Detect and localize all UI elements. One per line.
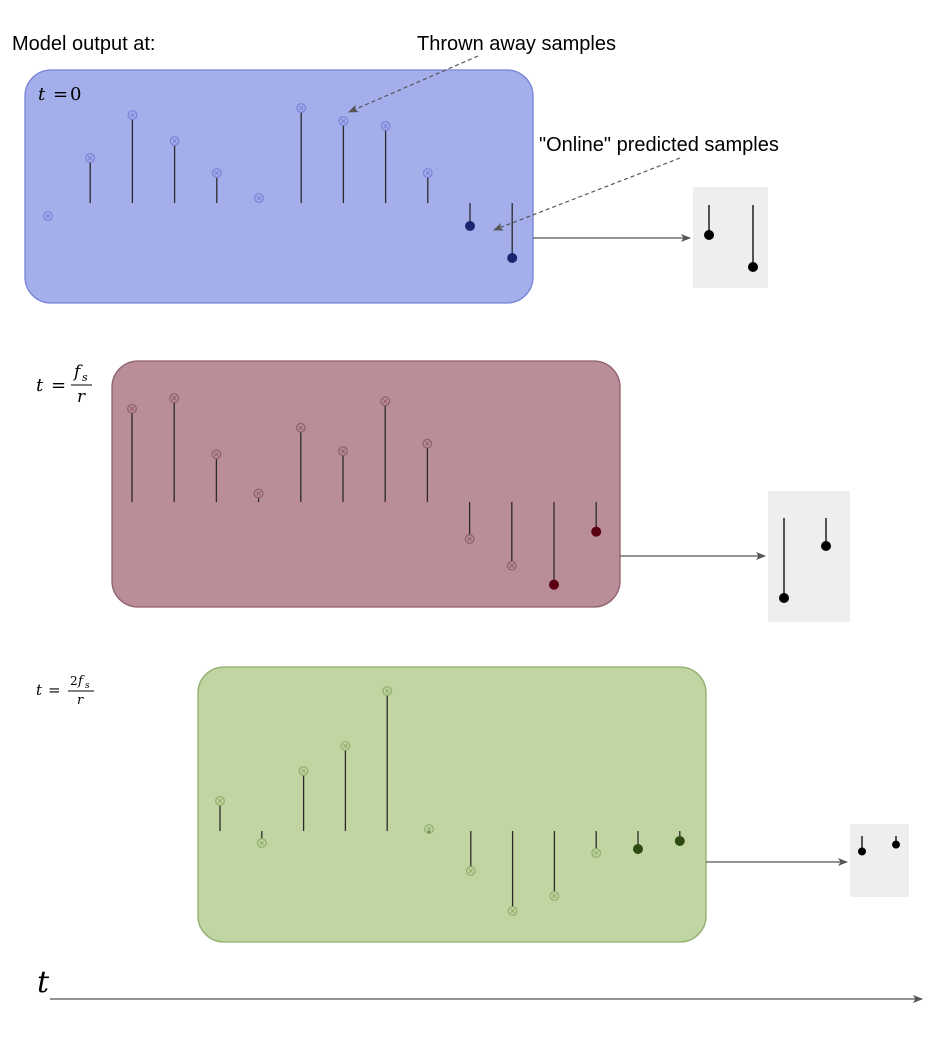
thrown-away-pointer <box>348 55 479 113</box>
panel-3-time-symbol: t <box>36 681 43 699</box>
output-sample-dot <box>779 593 789 603</box>
thrown-away-sample-marker <box>256 838 267 848</box>
time-axis-label: t <box>37 965 50 1000</box>
panel-3-time-numerator-sub: s <box>85 681 90 691</box>
panel-3-output-samples <box>858 836 900 856</box>
online-sample-dot <box>549 579 559 590</box>
panel-2-time-numerator-sub: s <box>82 371 88 384</box>
thrown-away-sample-marker <box>382 686 393 696</box>
panel-2-time-denominator: r <box>77 387 86 407</box>
online-sample-dot <box>591 526 602 537</box>
thrown-away-sample-marker <box>424 824 434 834</box>
panel-1-samples <box>43 103 518 263</box>
panel-3-time-equals: = <box>48 681 61 699</box>
thrown-away-sample-marker <box>549 891 560 901</box>
panel-3-time-numerator-coef: 2 <box>70 674 78 688</box>
panel-2-output-samples <box>779 518 831 603</box>
thrown-away-sample-marker <box>465 866 476 876</box>
panel-1-time-value: 0 <box>70 84 81 105</box>
panel-3-time-denominator: r <box>77 693 84 708</box>
thrown-away-sample-marker <box>591 848 602 858</box>
output-sample-dot <box>704 230 714 240</box>
online-pointer <box>493 157 681 231</box>
thrown-away-sample-marker <box>295 422 306 433</box>
thrown-away-sample-marker <box>127 403 137 414</box>
thrown-away-sample-marker <box>464 534 475 544</box>
thrown-away-sample-marker <box>422 168 433 178</box>
thrown-away-sample-marker <box>215 796 225 806</box>
online-sample-dot <box>633 844 643 854</box>
online-sample-dot <box>674 836 685 846</box>
panel-3-time-numerator: f <box>77 674 85 689</box>
panel-2-samples <box>127 393 602 590</box>
thrown-away-sample-marker <box>127 110 138 120</box>
thrown-away-sample-marker <box>380 121 391 131</box>
thrown-away-sample-marker <box>422 438 433 449</box>
thrown-away-sample-marker <box>211 168 222 178</box>
thrown-away-sample-marker <box>169 393 180 404</box>
thrown-away-sample-marker <box>340 741 351 751</box>
online-annotation: "Online" predicted samples <box>539 134 779 156</box>
panel-3-background <box>197 666 707 943</box>
thrown-away-sample-marker <box>254 193 264 203</box>
output-sample-dot <box>748 262 758 272</box>
thrown-away-annotation: Thrown away samples <box>417 33 616 55</box>
panel-2-time-label: t = f s r <box>36 362 92 407</box>
panel-2-background <box>111 360 621 608</box>
panel-3-time-label: t = 2 f s r <box>36 674 94 708</box>
panel-1-output-box <box>693 187 768 288</box>
panel-1-time-label: t = 0 <box>38 84 81 105</box>
panel-2-time-equals: = <box>51 375 66 396</box>
panel-2-time-numerator: f <box>72 362 83 382</box>
thrown-away-sample-marker <box>296 103 307 113</box>
panel-2-output-box <box>768 491 850 622</box>
thrown-away-sample-marker <box>169 136 180 146</box>
thrown-away-sample-marker <box>338 116 349 126</box>
thrown-away-sample-marker <box>338 446 348 457</box>
output-sample-dot <box>858 847 866 856</box>
thrown-away-sample-marker <box>253 488 264 499</box>
thrown-away-sample-marker <box>85 153 96 163</box>
thrown-away-sample-marker <box>43 211 53 221</box>
online-sample-dot <box>507 253 518 263</box>
thrown-away-sample-marker <box>506 560 517 571</box>
diagram-title: Model output at: <box>12 33 155 55</box>
thrown-away-sample-marker <box>298 766 309 776</box>
thrown-away-sample-marker <box>380 396 391 407</box>
panel-1-background <box>24 69 534 304</box>
panel-1-time-symbol: t <box>38 84 46 105</box>
panel-1-time-equals: = <box>53 84 68 105</box>
thrown-away-sample-marker <box>211 449 222 460</box>
panel-2-time-symbol: t <box>36 375 44 396</box>
panel-3-output-box <box>850 824 909 897</box>
panel-1-output-samples <box>704 205 758 272</box>
thrown-away-sample-marker <box>507 906 518 916</box>
output-sample-dot <box>821 541 831 551</box>
output-sample-dot <box>892 840 900 849</box>
panel-3-samples <box>215 686 685 916</box>
online-sample-dot <box>465 221 475 231</box>
